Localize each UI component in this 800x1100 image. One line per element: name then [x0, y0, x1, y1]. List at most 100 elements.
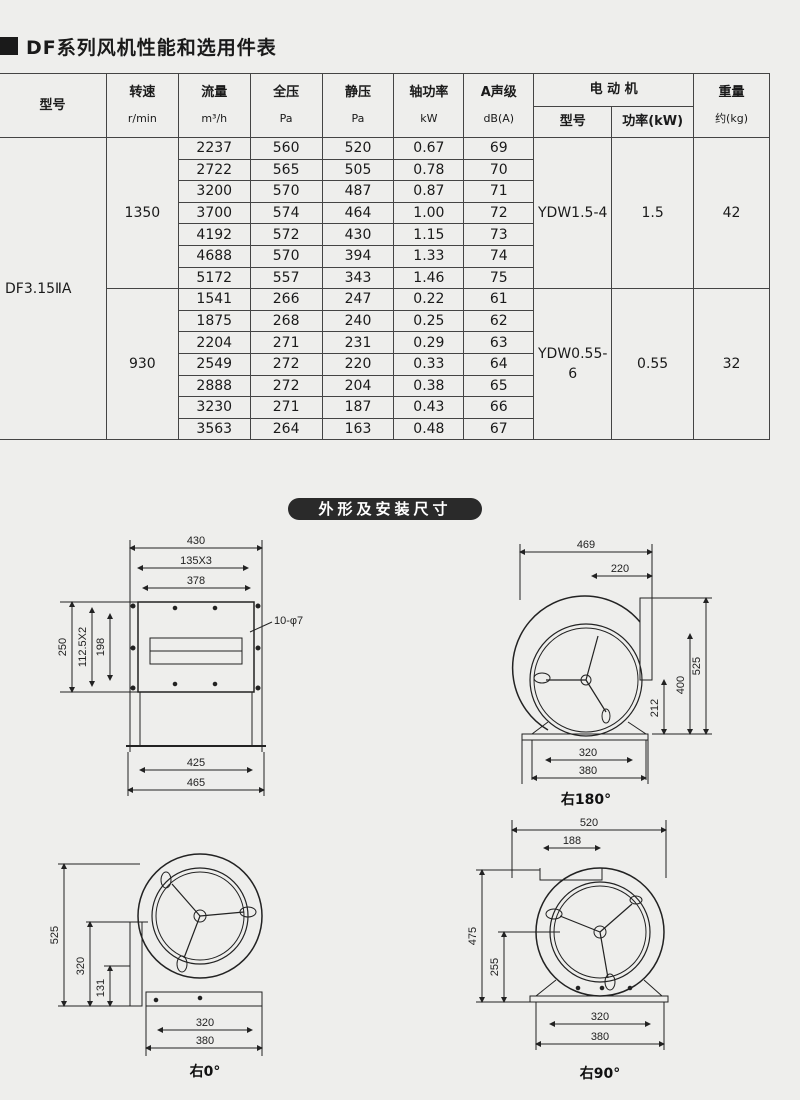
header-shaft-power-label: 轴功率: [409, 84, 449, 100]
static-pressure-cell: 163: [321, 417, 395, 441]
flow-cell: 4192: [177, 223, 251, 246]
noise-cell: 69: [463, 137, 535, 160]
flow-cell: 3700: [177, 201, 251, 225]
flow-cell: 2204: [177, 331, 251, 354]
installation-drawings: 430 135X3 378 10-φ7 250 112.5X2 198 4: [49, 535, 712, 1082]
shaft-power-cell: 1.33: [393, 244, 465, 268]
header-shaft-power-unit: kW: [420, 111, 438, 125]
dim-r180-400: 400: [675, 676, 687, 694]
flow-cell: 2722: [177, 158, 251, 182]
shaft-power-cell: 1.46: [393, 266, 465, 290]
header-noise-label: A声级: [480, 84, 517, 100]
dim-r180-212: 212: [649, 699, 661, 717]
noise-cell: 63: [463, 331, 535, 354]
total-pressure-cell: 271: [249, 396, 323, 419]
front-view: 430 135X3 378 10-φ7 250 112.5X2 198 4: [57, 535, 303, 796]
dim-r0-525: 525: [49, 926, 61, 944]
header-row-2: 型号 功率(kW): [0, 106, 770, 138]
shaft-power-cell: 1.15: [393, 223, 465, 246]
header-speed-unit: r/min: [127, 111, 157, 125]
motor-power-cell: 0.55: [611, 288, 695, 441]
total-pressure-cell: 570: [249, 180, 323, 203]
weight-cell: 42: [693, 136, 770, 290]
motor-model-cell: YDW1.5-4: [533, 136, 613, 290]
static-pressure-cell: 430: [321, 223, 395, 246]
header-weight-unit: 约(kg): [715, 111, 748, 125]
flow-cell: 2237: [177, 137, 251, 160]
view-label-r90: 右90°: [579, 1065, 620, 1082]
shaft-power-cell: 0.67: [393, 137, 465, 160]
dim-front-250: 250: [57, 638, 69, 656]
noise-cell: 70: [463, 158, 535, 182]
model-cell: DF3.15ⅡA: [0, 136, 107, 441]
noise-cell: 66: [463, 396, 535, 419]
page-header: DF系列风机性能和选用件表: [0, 30, 277, 62]
dim-r90-188: 188: [563, 835, 581, 847]
header-model: 型号: [0, 73, 107, 138]
noise-cell: 74: [463, 244, 535, 268]
header-motor-model: 型号: [533, 106, 613, 138]
header-speed-label: 转速: [129, 84, 156, 100]
flow-cell: 3563: [177, 417, 251, 441]
view-right-0: 525 320 131 320 380 右0°: [49, 853, 263, 1080]
section-title: 外形及安装尺寸: [288, 498, 482, 520]
view-label-r0: 右0°: [189, 1063, 221, 1080]
header-motor-power: 功率(kW): [611, 106, 695, 138]
header-flow: 流量 m³/h: [177, 73, 251, 138]
header-flow-unit: m³/h: [201, 111, 228, 125]
static-pressure-cell: 240: [321, 309, 395, 333]
noise-cell: 72: [463, 201, 535, 225]
view-right-180: 469 220 525 400 212 320 380 右180°: [511, 539, 712, 808]
static-pressure-cell: 464: [321, 201, 395, 225]
static-pressure-cell: 520: [321, 137, 395, 160]
header-flow-label: 流量: [201, 84, 228, 100]
noise-cell: 65: [463, 374, 535, 398]
header-weight-label: 重量: [718, 84, 745, 100]
speed-cell: 1350: [105, 136, 179, 290]
shaft-power-cell: 0.43: [393, 396, 465, 419]
flow-cell: 5172: [177, 266, 251, 290]
noise-cell: 71: [463, 180, 535, 203]
total-pressure-cell: 272: [249, 374, 323, 398]
static-pressure-cell: 220: [321, 352, 395, 376]
header-noise-unit: dB(A): [483, 111, 515, 125]
header-weight: 重量约(kg): [693, 73, 770, 138]
header-total-pressure-unit: Pa: [279, 111, 293, 125]
static-pressure-cell: 247: [321, 288, 395, 311]
shaft-power-cell: 0.48: [393, 417, 465, 441]
dim-front-425: 425: [187, 757, 205, 769]
motor-model-cell: YDW0.55-6: [533, 288, 613, 441]
header-shaft-power: 轴功率 kW: [393, 73, 465, 138]
flow-cell: 3200: [177, 180, 251, 203]
noise-cell: 64: [463, 352, 535, 376]
dim-r0-380: 380: [196, 1035, 214, 1047]
flow-cell: 3230: [177, 396, 251, 419]
total-pressure-cell: 266: [249, 288, 323, 311]
shaft-power-cell: 0.29: [393, 331, 465, 354]
dim-r90-520: 520: [580, 817, 598, 829]
noise-cell: 73: [463, 223, 535, 246]
header-speed: 转速 r/min: [105, 73, 179, 138]
header-total-pressure-label: 全压: [273, 84, 300, 100]
view-right-90: 520 188 475 255 320 380 右90°: [467, 817, 669, 1082]
dim-r0-320v: 320: [75, 957, 87, 975]
flow-cell: 2888: [177, 374, 251, 398]
speed-cell: 930: [105, 288, 179, 441]
total-pressure-cell: 565: [249, 158, 323, 182]
weight-cell: 32: [693, 288, 770, 441]
total-pressure-cell: 557: [249, 266, 323, 290]
view-label-r180: 右180°: [560, 791, 611, 808]
header-motor: 电 动 机: [533, 73, 695, 107]
